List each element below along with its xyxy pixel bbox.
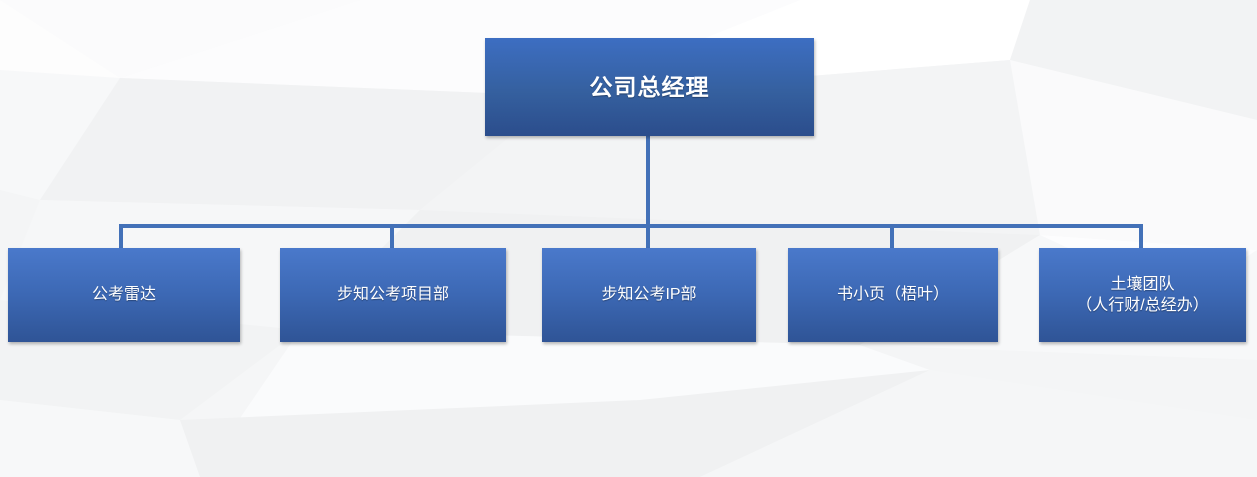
org-node-root[interactable]: 公司总经理 [485, 38, 814, 136]
connector-drop-4 [890, 224, 894, 250]
connector-drop-3 [646, 224, 650, 250]
org-node-child-5[interactable]: 土壤团队 （人行财/总经办） [1039, 248, 1246, 342]
connector-horizontal-bus [119, 224, 1143, 228]
connector-drop-1 [119, 224, 123, 250]
org-node-child-4[interactable]: 书小页（梧叶） [788, 248, 998, 342]
connector-drop-5 [1139, 224, 1143, 250]
org-node-child-1[interactable]: 公考雷达 [8, 248, 240, 342]
connector-root-down [646, 136, 650, 228]
org-node-child-3[interactable]: 步知公考IP部 [542, 248, 756, 342]
org-node-child-2[interactable]: 步知公考项目部 [280, 248, 506, 342]
connector-drop-2 [390, 224, 394, 250]
